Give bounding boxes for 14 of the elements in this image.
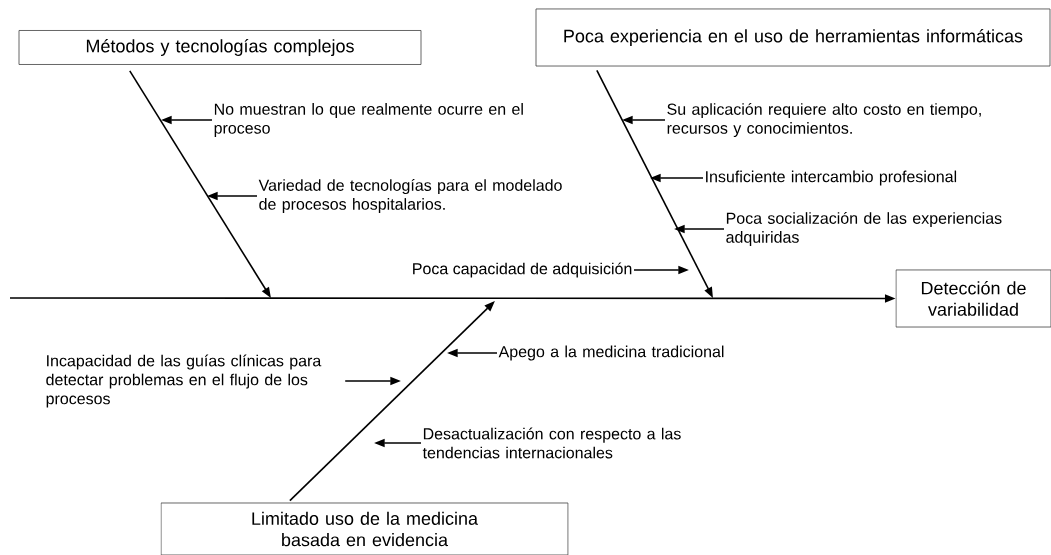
cause-category-box: Limitado uso de la medicina basada en evidencia	[160, 502, 569, 555]
cause-text: Variedad de tecnologías para el modelado de procesos hospitalarios.	[258, 179, 562, 213]
cause-text: Desactualización con respecto a las tendencias internacionales	[422, 427, 681, 459]
cause-category-box: Métodos y tecnologías complejos	[18, 30, 422, 65]
cause-text: Apego a la medicina tradicional	[498, 345, 724, 361]
cause-text: Poca socialización de las experiencias adquiridas	[726, 212, 1002, 246]
effect-box: Detección de variabilidad	[895, 269, 1051, 328]
cause-text: Poca capacidad de adquisición	[413, 262, 632, 278]
cause-text: Insuficiente intercambio profesional	[706, 170, 957, 186]
cause-text: Su aplicación requiere alto costo en tiempo, recursos y conocimientos.	[667, 103, 981, 137]
cause-text: No muestran lo que realmente ocurre en el proceso	[214, 103, 523, 137]
cause-category-box: Poca experiencia en el uso de herramientas informáticas	[535, 8, 1051, 67]
cause-text: Incapacidad de las guías clínicas para detectar problemas en el flujo de los procesos	[46, 354, 322, 408]
bone-arrow	[289, 301, 495, 502]
